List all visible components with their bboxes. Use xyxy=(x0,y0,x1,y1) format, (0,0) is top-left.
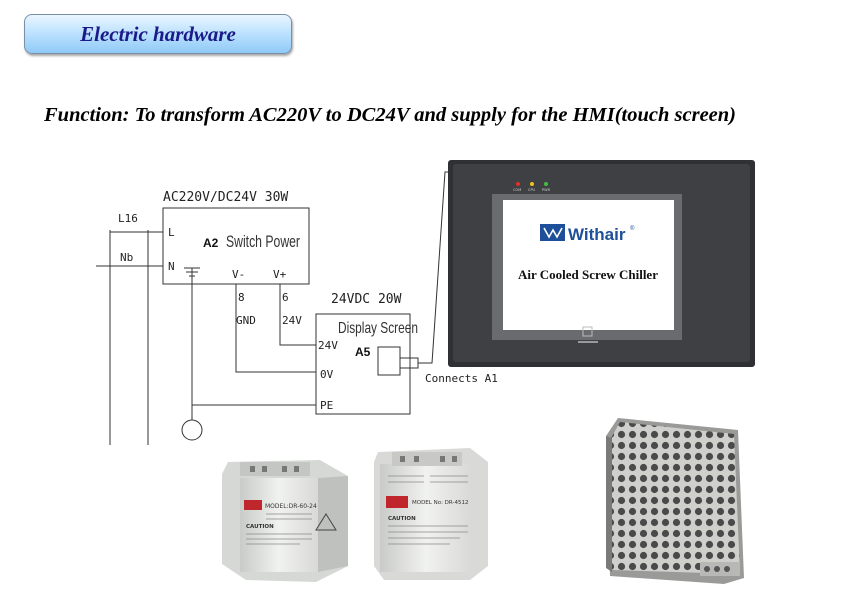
led-com-icon xyxy=(516,182,520,186)
psu-din-rail-photo: MODEL:DR-60-24 CAUTION xyxy=(222,460,348,582)
psu1-model-label: MODEL:DR-60-24 xyxy=(265,503,317,510)
psu2-brand-icon xyxy=(386,496,408,508)
wire-number-6: 6 xyxy=(282,291,289,304)
hmi-brand: Withair xyxy=(568,225,626,244)
terminal-n: N xyxy=(168,260,175,273)
terminal-24v: 24V xyxy=(318,339,338,352)
display-name: Display Screen xyxy=(338,320,418,337)
function-heading: Function: To transform AC220V to DC24V a… xyxy=(44,104,737,126)
led-cpu-icon xyxy=(530,182,534,186)
terminal-l: L xyxy=(168,226,175,239)
wire-24v xyxy=(279,284,316,346)
psu-enclosed-photo xyxy=(606,418,744,584)
earth-symbol xyxy=(181,419,203,441)
switch-power-name: Switch Power xyxy=(226,232,300,251)
wire-connects-a1 xyxy=(418,171,450,364)
ground-symbol xyxy=(184,267,200,277)
psu2-caution: CAUTION xyxy=(388,516,416,522)
psu1-brand-icon xyxy=(244,500,262,510)
withair-logo-icon xyxy=(540,224,565,241)
led-com-label: COM xyxy=(513,188,521,192)
terminal-pe: PE xyxy=(320,399,333,412)
wire-signal-24v: 24V xyxy=(282,314,302,327)
psu2-model-label: MODEL No: DR-4512 xyxy=(412,500,469,506)
connector-block xyxy=(377,346,401,376)
led-pwr-icon xyxy=(544,182,548,186)
display-ref: A5 xyxy=(355,345,371,359)
switch-power-rating: AC220V/DC24V 30W xyxy=(163,190,288,205)
hmi-device: COM CPU PWR Withair ® Air Cooled Screw C… xyxy=(448,160,755,367)
led-pwr-label: PWR xyxy=(542,188,551,192)
wire-signal-gnd: GND xyxy=(236,314,256,327)
withair-logo-mark xyxy=(543,227,563,239)
display-screen-box xyxy=(315,313,411,415)
section-title: Electric hardware xyxy=(80,21,236,46)
section-badge: Electric hardware xyxy=(24,14,292,54)
psu-compact-photo: MODEL No: DR-4512 CAUTION xyxy=(374,448,488,580)
wire-number-8: 8 xyxy=(238,291,245,304)
hmi-screen xyxy=(503,200,674,330)
display-rating: 24VDC 20W xyxy=(331,292,402,307)
terminal-vplus: V+ xyxy=(273,268,287,281)
connects-label: Connects A1 xyxy=(425,372,498,385)
led-cpu-label: CPU xyxy=(528,188,536,192)
label-l16: L16 xyxy=(118,212,138,225)
hmi-subtitle: Air Cooled Screw Chiller xyxy=(518,267,658,282)
connector-plug xyxy=(400,357,419,369)
label-nb: Nb xyxy=(120,251,133,264)
touch-icon xyxy=(582,326,593,337)
psu1-caution: CAUTION xyxy=(246,524,274,530)
wire-gnd xyxy=(235,284,316,373)
psu1-warning-icon xyxy=(315,513,337,531)
terminal-0v: 0V xyxy=(320,368,334,381)
hmi-footer-brand xyxy=(578,341,598,343)
terminal-vminus: V- xyxy=(232,268,245,281)
schematic xyxy=(96,171,450,445)
switch-power-ref: A2 xyxy=(203,236,219,250)
hmi-brand-mark: ® xyxy=(630,225,635,232)
